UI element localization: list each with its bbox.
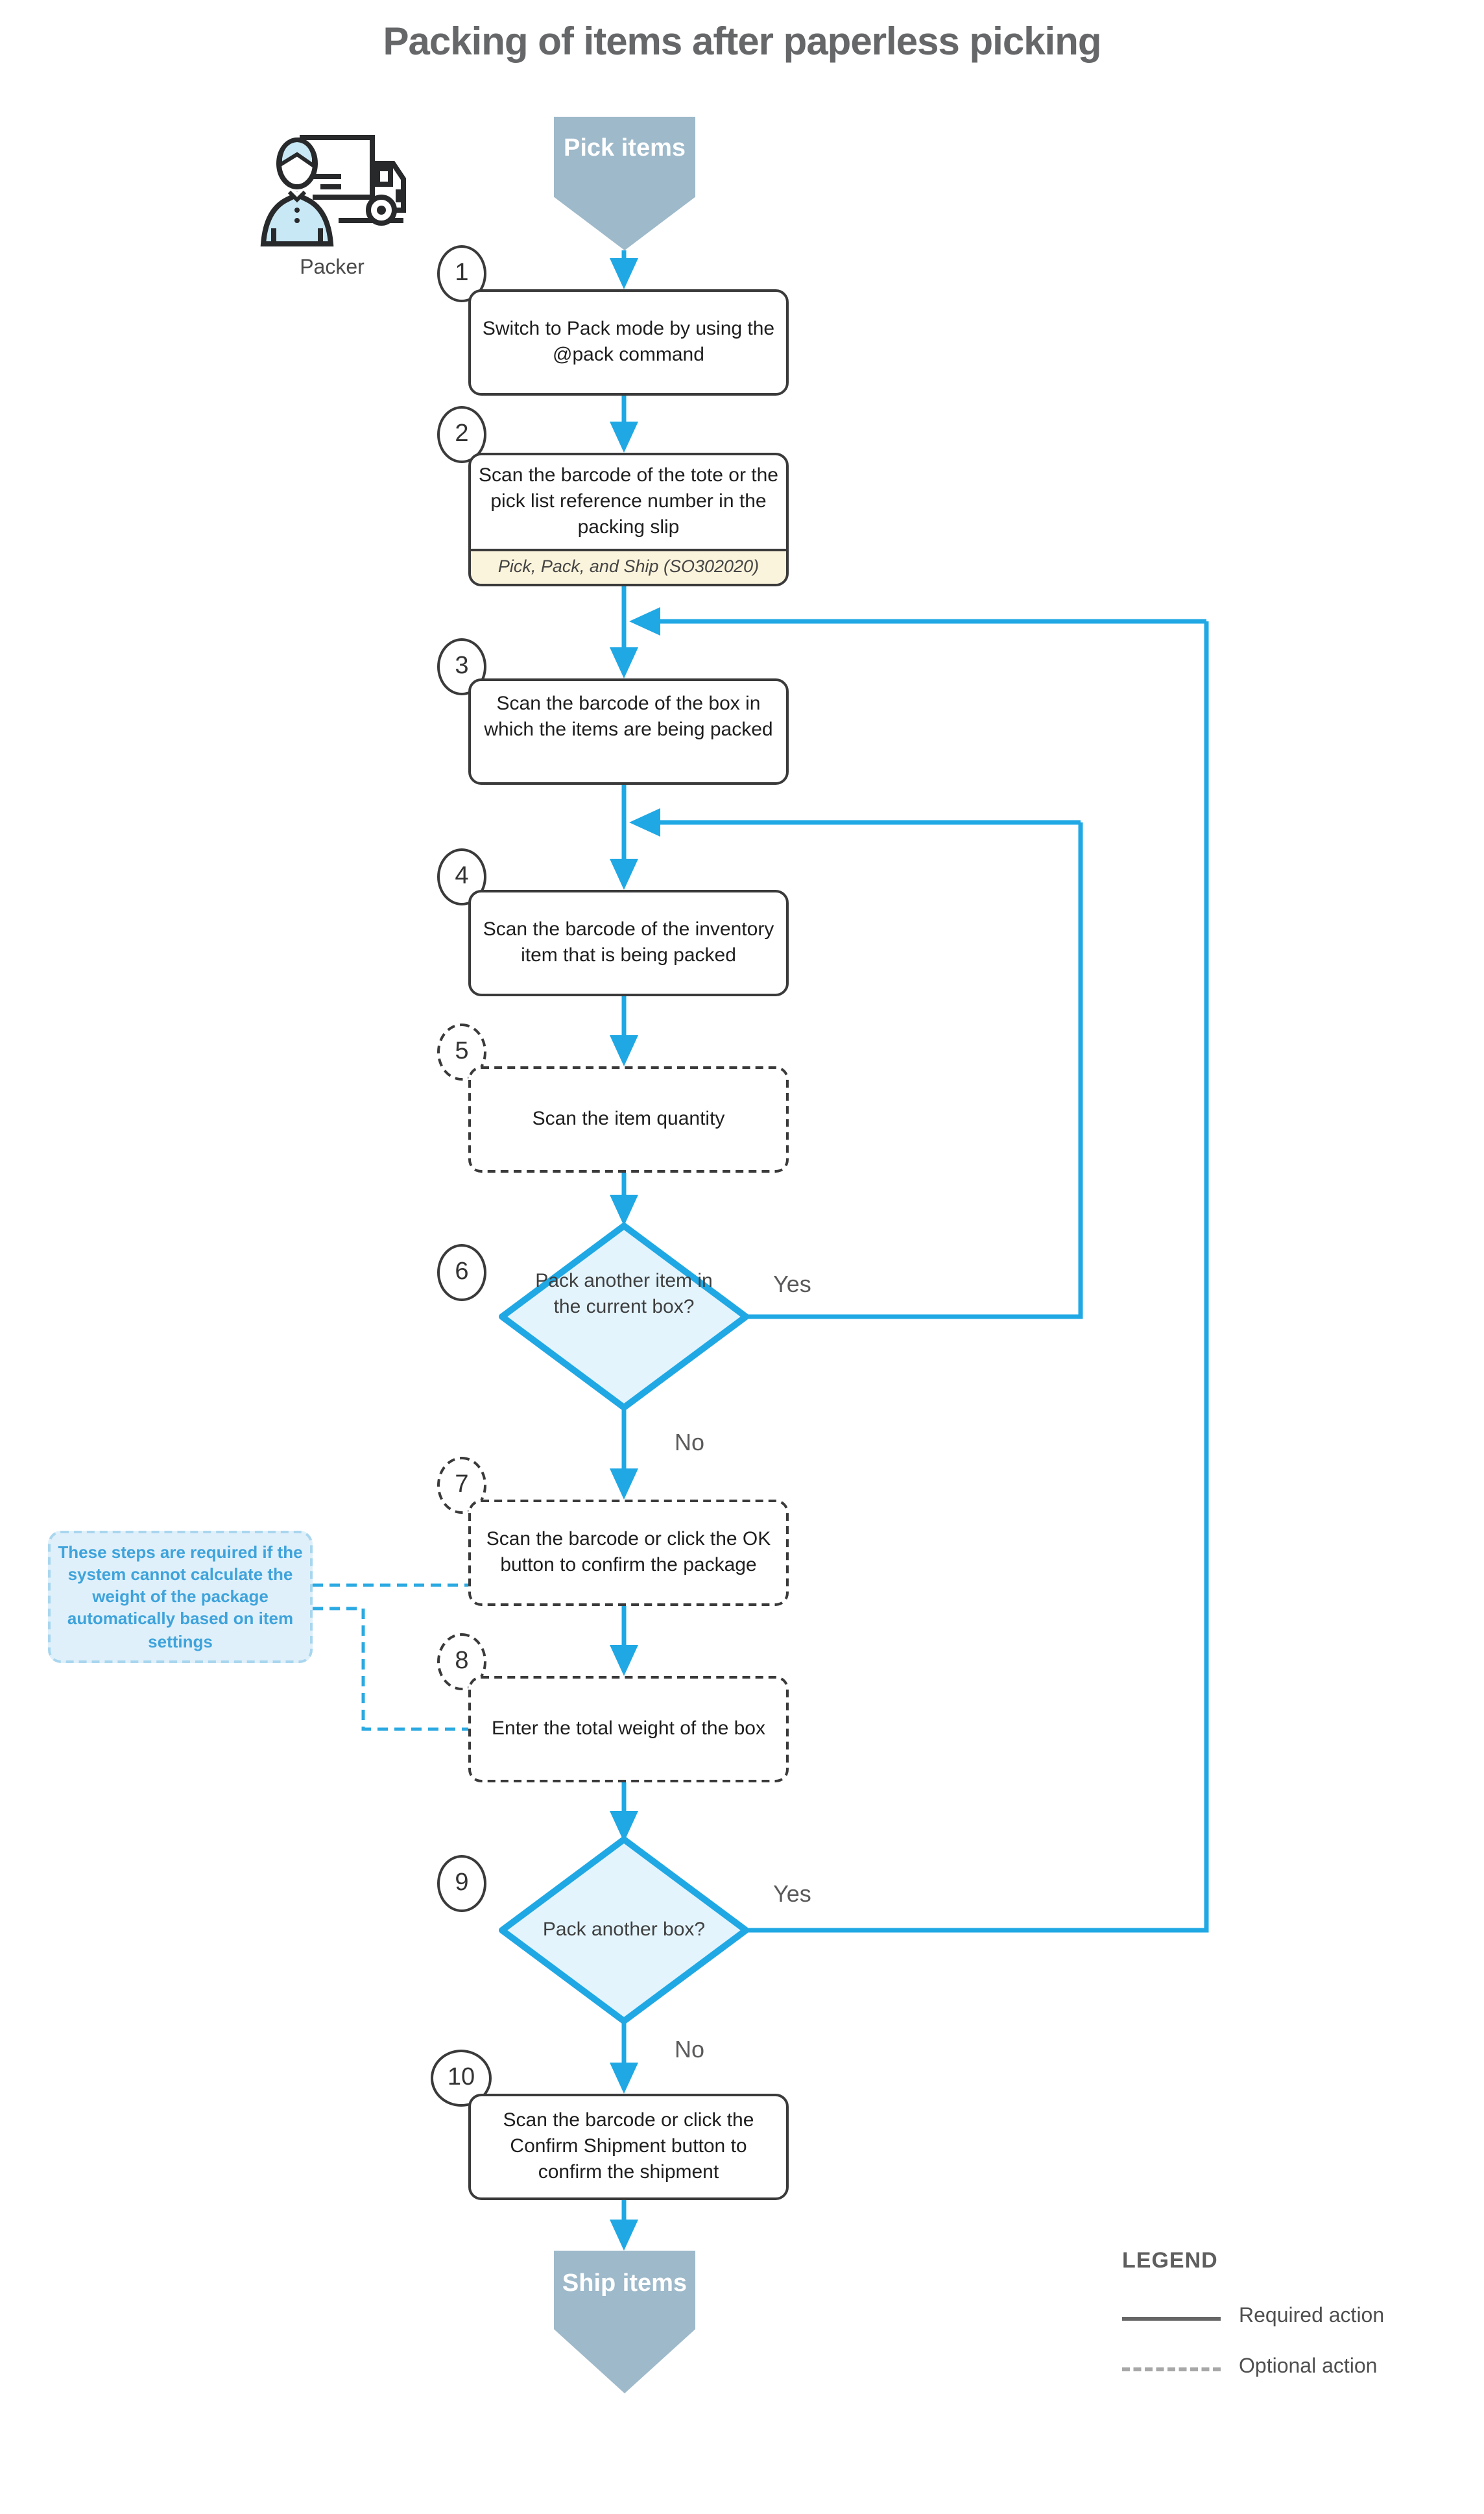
step-circle-4: 4: [437, 848, 486, 905]
legend-required-label: Required action: [1239, 2305, 1385, 2327]
legend-dashed-line-sample: [1122, 2367, 1221, 2371]
step-circle-8: 8: [437, 1633, 486, 1690]
loop-yes-step9: [746, 621, 1209, 1933]
legend-optional-label: Optional action: [1239, 2356, 1378, 2378]
decision-6-no-label: No: [675, 1430, 705, 1455]
decision-9-diamond: [499, 1836, 749, 2024]
step-box-2-text: Scan the barcode of the tote or the pick…: [479, 464, 778, 539]
required-flow-lines: [621, 250, 1209, 2225]
step-box-7: Scan the barcode or click the OK button …: [468, 1500, 789, 1606]
start-terminator-label: Pick items: [564, 135, 686, 162]
step-box-4: Scan the barcode of the inventory item t…: [468, 890, 789, 996]
decision-9-no-label: No: [675, 2037, 705, 2063]
packer-truck-icon: [260, 135, 406, 246]
decision-9-yes-label: Yes: [773, 1881, 811, 1907]
step-box-1: Switch to Pack mode by using the @pack c…: [468, 289, 789, 396]
step-box-3: Scan the barcode of the box in which the…: [468, 678, 789, 785]
arrowheads: [610, 258, 660, 2251]
step-box-10: Scan the barcode or click the Confirm Sh…: [468, 2094, 789, 2200]
end-terminator-label: Ship items: [562, 2270, 688, 2297]
step-circle-9: 9: [437, 1855, 486, 1912]
actor-label: Packer: [300, 257, 365, 279]
note-connectors: [313, 1583, 468, 1731]
step-box-8: Enter the total weight of the box: [468, 1676, 789, 1782]
decision-6-diamond: [499, 1223, 749, 1411]
step-box-2: Scan the barcode of the tote or the pick…: [468, 453, 789, 586]
step-box-2-screen-label: Pick, Pack, and Ship (SO302020): [471, 549, 786, 584]
step-circle-6: 6: [437, 1244, 486, 1301]
legend-title: LEGEND: [1122, 2248, 1218, 2273]
note-box: These steps are required if the system c…: [48, 1531, 313, 1663]
decision-9-text: Pack another box?: [542, 1919, 706, 1941]
decision-6-yes-label: Yes: [773, 1271, 811, 1297]
loop-yes-step6: [746, 822, 1083, 1319]
decision-6-text: Pack another item in the current box?: [535, 1270, 713, 1318]
legend-solid-line-sample: [1122, 2317, 1221, 2321]
step-box-5: Scan the item quantity: [468, 1066, 789, 1173]
page-title: Packing of items after paperless picking: [383, 21, 1101, 64]
